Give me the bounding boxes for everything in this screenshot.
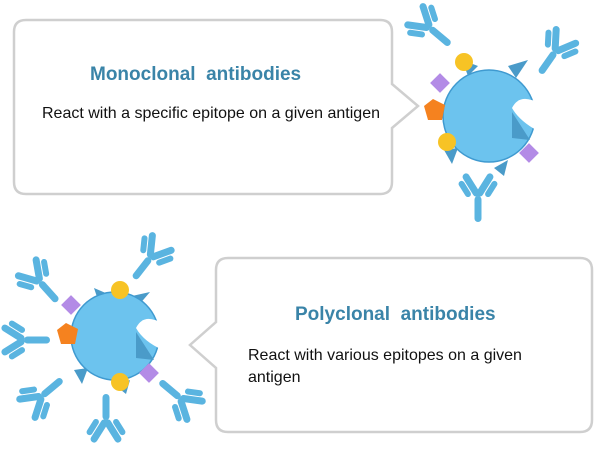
antibody-icon <box>455 172 501 222</box>
epitope-yellow-icon <box>438 133 456 151</box>
epitope-yellow-icon <box>455 53 473 71</box>
epitope-purple-icon <box>430 73 450 93</box>
epitope-orange-icon <box>57 323 78 344</box>
epitope-purple-icon <box>61 295 81 315</box>
monoclonal-bubble <box>12 18 420 196</box>
antigen-spike <box>444 148 458 164</box>
polyclonal-bubble <box>188 256 594 434</box>
monoclonal-title: Monoclonal antibodies <box>90 64 302 85</box>
antibody-icon <box>521 19 588 87</box>
epitope-orange-icon <box>424 99 445 120</box>
antibody-icon <box>9 361 77 429</box>
antibody-icon <box>397 0 465 63</box>
monoclonal-description: React with a specific epitope on a given… <box>42 105 380 122</box>
antigen-spike <box>494 160 508 176</box>
antigen-spike <box>74 368 88 384</box>
antibody-icon <box>0 317 50 363</box>
antibody-icon <box>116 225 183 293</box>
polyclonal-antigen-group <box>0 225 213 444</box>
antigen-spike <box>136 332 154 360</box>
antigen-spike <box>508 60 528 78</box>
polyclonal-description: React with various epitopes on a given a… <box>248 347 522 386</box>
antigen-spike <box>512 112 530 140</box>
epitope-purple-icon <box>139 363 159 383</box>
antibody-icon <box>83 394 129 444</box>
antigen-notch <box>136 318 163 350</box>
epitope-yellow-icon <box>111 373 129 391</box>
monoclonal-antigen-group <box>397 0 588 222</box>
polyclonal-title: Polyclonal antibodies <box>295 304 496 325</box>
antigen-notch <box>512 98 540 132</box>
epitope-yellow-icon <box>111 281 129 299</box>
